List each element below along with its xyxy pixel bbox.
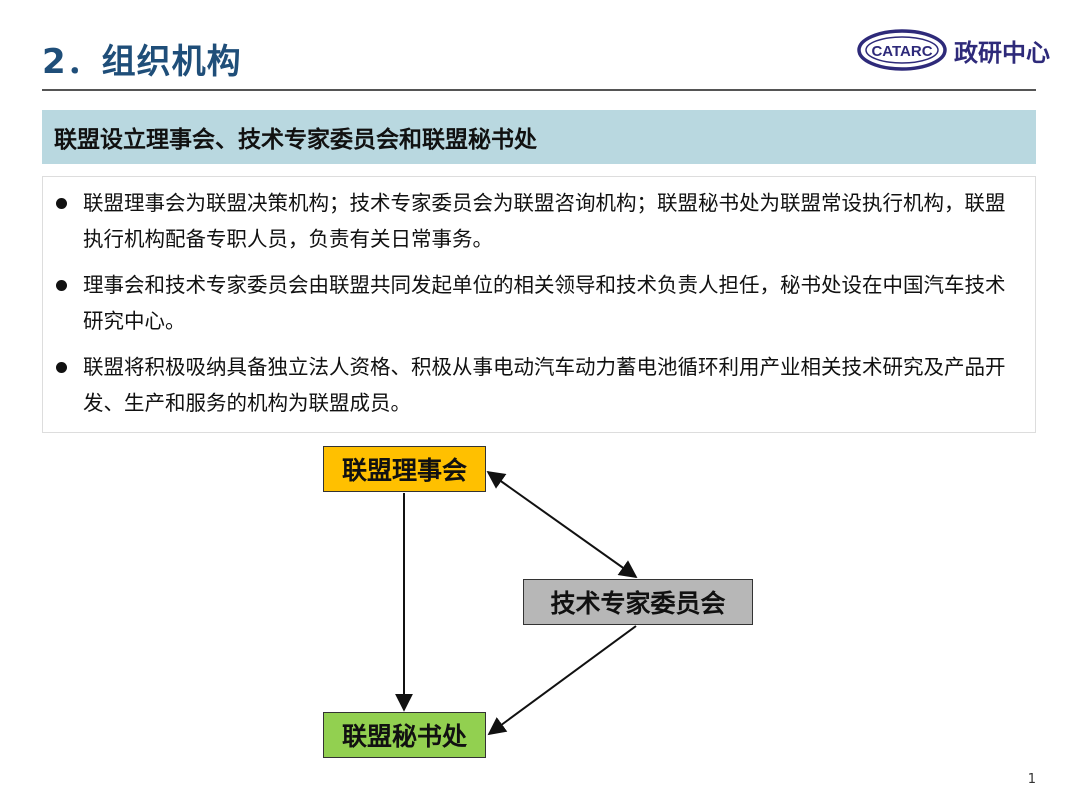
bullet-list: 联盟理事会为联盟决策机构；技术专家委员会为联盟咨询机构；联盟秘书处为联盟常设执行… bbox=[42, 176, 1036, 433]
org-node-experts: 技术专家委员会 bbox=[523, 579, 753, 625]
bullet-item: 联盟理事会为联盟决策机构；技术专家委员会为联盟咨询机构；联盟秘书处为联盟常设执行… bbox=[56, 185, 1021, 257]
page-title: 2．组织机构 bbox=[42, 42, 242, 82]
org-node-council: 联盟理事会 bbox=[323, 446, 486, 492]
svg-text:CATARC: CATARC bbox=[871, 43, 932, 60]
arrow-experts-secretariat bbox=[487, 625, 637, 736]
org-node-secretariat: 联盟秘书处 bbox=[323, 712, 486, 758]
header-divider bbox=[42, 89, 1036, 91]
catarc-logo: CATARC 政研中心 bbox=[856, 28, 1050, 72]
bullet-item: 联盟将积极吸纳具备独立法人资格、积极从事电动汽车动力蓄电池循环利用产业相关技术研… bbox=[56, 349, 1021, 421]
page-number: 1 bbox=[1027, 772, 1036, 787]
catarc-emblem-icon: CATARC bbox=[857, 29, 947, 71]
section-banner: 联盟设立理事会、技术专家委员会和联盟秘书处 bbox=[42, 110, 1036, 164]
arrow-council-experts bbox=[486, 470, 638, 579]
logo-text: 政研中心 bbox=[954, 38, 1050, 67]
bullet-item: 理事会和技术专家委员会由联盟共同发起单位的相关领导和技术负责人担任，秘书处设在中… bbox=[56, 267, 1021, 339]
